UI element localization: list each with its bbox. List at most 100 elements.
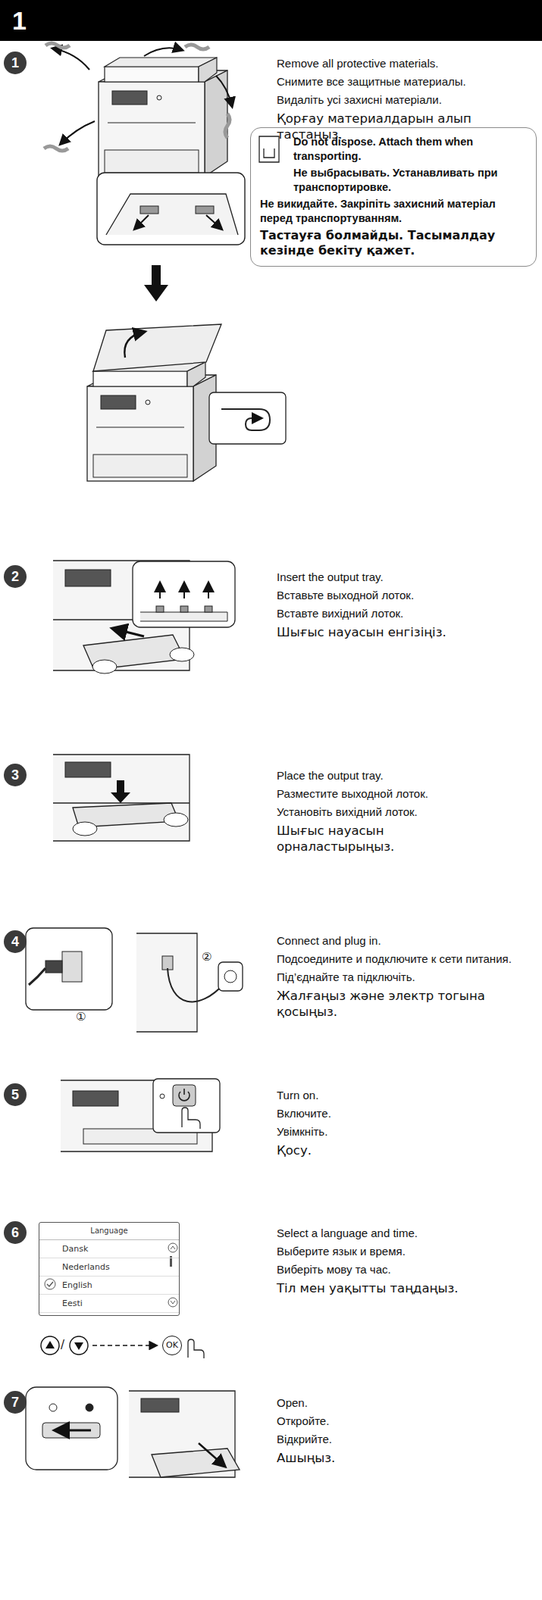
step-text-group: Open.Откройте.Відкрийте.Ашыңыз. [276,1396,535,1470]
protective-tape [195,206,214,214]
hand [72,822,98,837]
instruction-text: Шығыс науасын орналастырыңыз. [276,823,444,856]
zoom-inset [209,392,286,445]
removal-arrow [216,75,232,107]
printer [87,362,217,482]
menu-item: Eesti [39,1295,179,1314]
note-text: Тастауға болмайды. Тасымалдау кезінде бе… [260,228,527,259]
scroll-down-chevron [170,1301,176,1305]
power-symbol [178,1089,190,1102]
instruction-text: Снимите все защитные материалы. [276,74,474,90]
scroll-down-icon [168,1298,178,1308]
note-text: Не выбрасывать. Устанавливать при трансп… [293,166,527,195]
step-text-group: Turn on.Включите.Увімкніть.Қосу. [276,1088,535,1163]
zoom-inset [25,928,113,1011]
tray-tab [204,606,213,613]
protective-tape [43,146,69,151]
instruction-text: Select a language and time. [276,1226,535,1242]
step-number: 3 [3,764,27,787]
unlock-icon [49,1404,57,1413]
step-text-group: Select a language and time. Выберите язык… [276,1226,535,1301]
instruction-text: Разместите выходной лоток. [276,786,444,803]
step-text-group: Remove all protective materials.Снимите … [276,56,474,146]
printer-front [53,755,190,842]
lock-lever [42,1423,101,1439]
instruction-text: Видаліть усі захисні матеріали. [276,92,474,108]
hand [169,648,195,662]
check-circle [44,1279,56,1291]
open-arrow [198,1444,225,1467]
instruction-text: Установіть вихідний лоток. [276,805,444,821]
instruction-text: Выберите язык и время. [276,1244,535,1260]
check-mark [46,1282,54,1288]
lock-icon [85,1404,94,1413]
down-button [69,1337,88,1356]
outlet-socket [224,971,237,984]
instruction-text: Відкрийте. [276,1432,535,1448]
insert-arrow [113,629,145,637]
instruction-text: Қосу. [276,1143,535,1160]
open-lid [93,324,222,372]
printer-rear [136,933,198,1033]
instruction-text: Ашыңыз. [276,1450,535,1467]
instruction-text: Place the output tray. [276,768,444,784]
removal-arrow [144,47,182,57]
menu-item: Language [39,1223,179,1241]
note-text: Не викидайте. Закріпіть захисний матеріа… [260,197,527,226]
zoom-inset [97,172,245,245]
section-number: 1 [12,0,542,41]
step-number: 5 [3,1084,27,1107]
zoom-inset [25,1387,118,1471]
hand [92,660,117,674]
up-arrow [207,583,210,599]
step-badge: 6 [3,1221,27,1245]
lcd-screen: LanguageDanskNederlandsEnglishEesti [38,1222,180,1317]
sequence-arrow [144,265,169,302]
step-text-group: Connect and plug in.Подсоедините и подкл… [276,933,531,1024]
hand [181,1108,201,1130]
power-port [162,956,173,971]
instruction-text: Увімкніть. [276,1124,535,1141]
power-cord [167,968,225,1003]
zoom-inset [132,561,235,628]
step-number: 6 [3,1221,27,1245]
menu-item: Dansk [39,1240,179,1260]
step-number: 7 [3,1391,27,1415]
menu-item: Nederlands [39,1259,179,1278]
up-arrow [159,583,161,599]
instruction-text: Подсоедините и подключите к сети питания… [276,952,531,968]
step-badge: 4 [3,930,27,954]
separator: / [60,1338,65,1353]
button-label: OK [162,1337,182,1355]
tray-drawing [106,194,239,235]
hand [163,813,188,828]
power-cord [28,968,46,986]
power-button [172,1085,196,1107]
step-badge: 1 [3,51,27,75]
step-badge: 2 [3,565,27,589]
slide-arrow [56,1430,91,1433]
step-badge: 7 [3,1391,27,1415]
down-triangle [74,1343,84,1351]
instruction-text: Вставте вихідний лоток. [276,606,535,622]
instruction-text: Жалғаңыз және электр тогына қосыңыз. [276,988,531,1021]
protective-tape [184,44,210,50]
instruction-text: Insert the output tray. [276,570,535,586]
tray-edge [140,612,228,622]
removal-arrow [134,215,149,229]
control-panel [140,1399,179,1413]
wall-outlet [218,962,243,992]
section-header: 1 [0,0,542,41]
step-badge: 5 [3,1084,27,1107]
tray-tab [156,606,164,613]
removal-arrow [60,121,95,145]
dashed-arrow [92,1345,157,1348]
callout-number: ② [201,950,212,965]
instruction-text: Open. [276,1396,535,1412]
printer [98,57,228,177]
control-panel [65,570,111,587]
step-number: 2 [3,565,27,589]
instruction-text: Включите. [276,1106,535,1122]
rear-cover [151,1449,240,1479]
